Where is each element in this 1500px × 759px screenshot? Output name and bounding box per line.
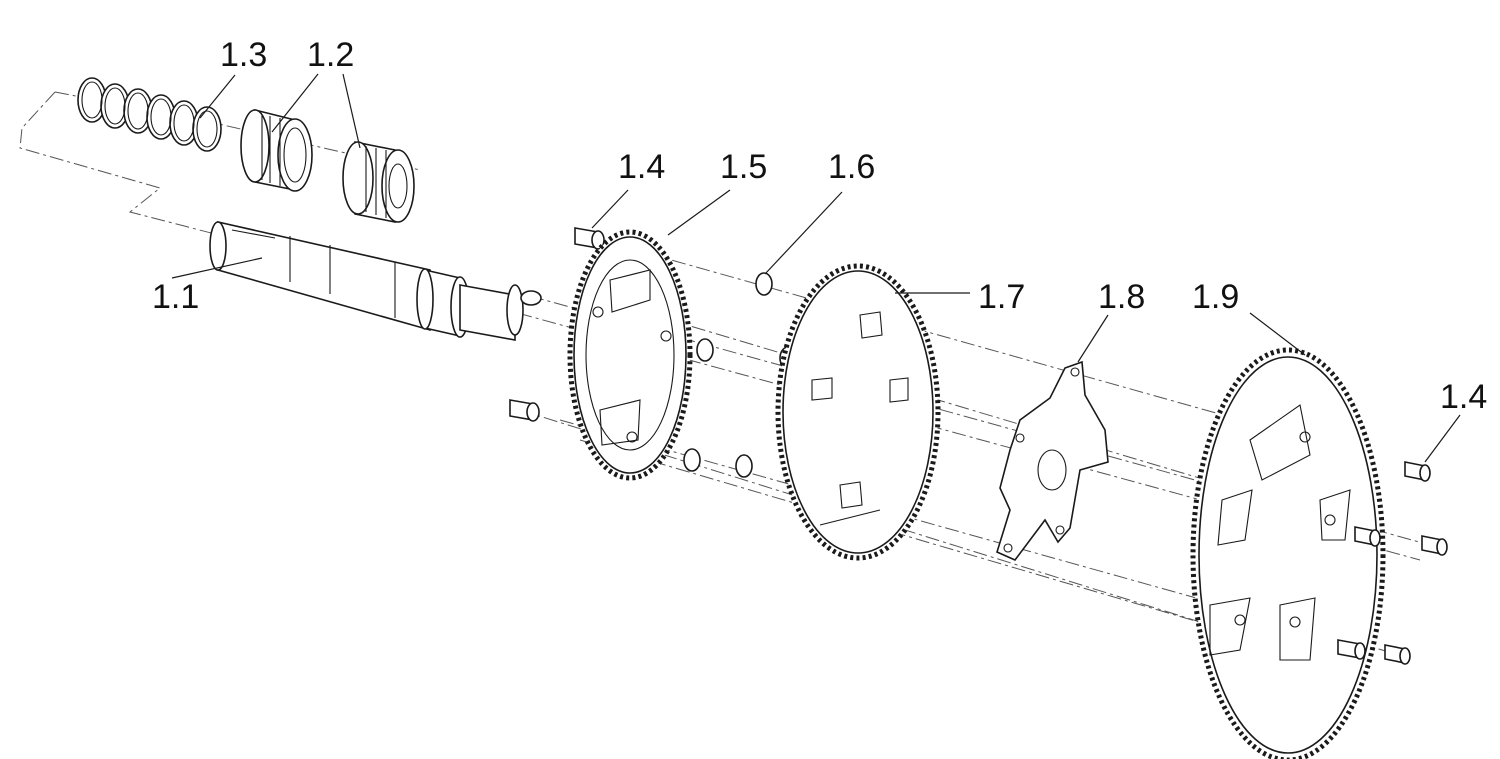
bearing-cup-left xyxy=(240,108,313,192)
callout-1-4-right: 1.4 xyxy=(1440,378,1487,416)
spindle xyxy=(209,220,542,341)
callout-1-2: 1.2 xyxy=(307,36,354,74)
chainring-bolts-right xyxy=(1337,461,1448,665)
bearing-cup-right xyxy=(342,141,415,223)
callout-1-5: 1.5 xyxy=(720,148,767,186)
large-chainring xyxy=(1190,347,1386,759)
callout-1-8: 1.8 xyxy=(1098,278,1145,316)
spacer-rings xyxy=(77,77,222,152)
small-chainring xyxy=(567,229,693,481)
callout-1-9: 1.9 xyxy=(1192,278,1239,316)
leader-lines xyxy=(171,73,1461,463)
callout-1-7: 1.7 xyxy=(978,278,1025,316)
callout-1-4-left: 1.4 xyxy=(618,148,665,186)
middle-chainring xyxy=(775,263,941,561)
callout-1-3: 1.3 xyxy=(220,36,267,74)
callout-labels: 1.1 1.3 1.2 1.4 1.5 1.6 1.7 1.8 1.9 1.4 xyxy=(152,36,1487,416)
crank-spider xyxy=(996,360,1109,561)
callout-1-6: 1.6 xyxy=(828,148,875,186)
callout-1-1: 1.1 xyxy=(152,278,199,316)
